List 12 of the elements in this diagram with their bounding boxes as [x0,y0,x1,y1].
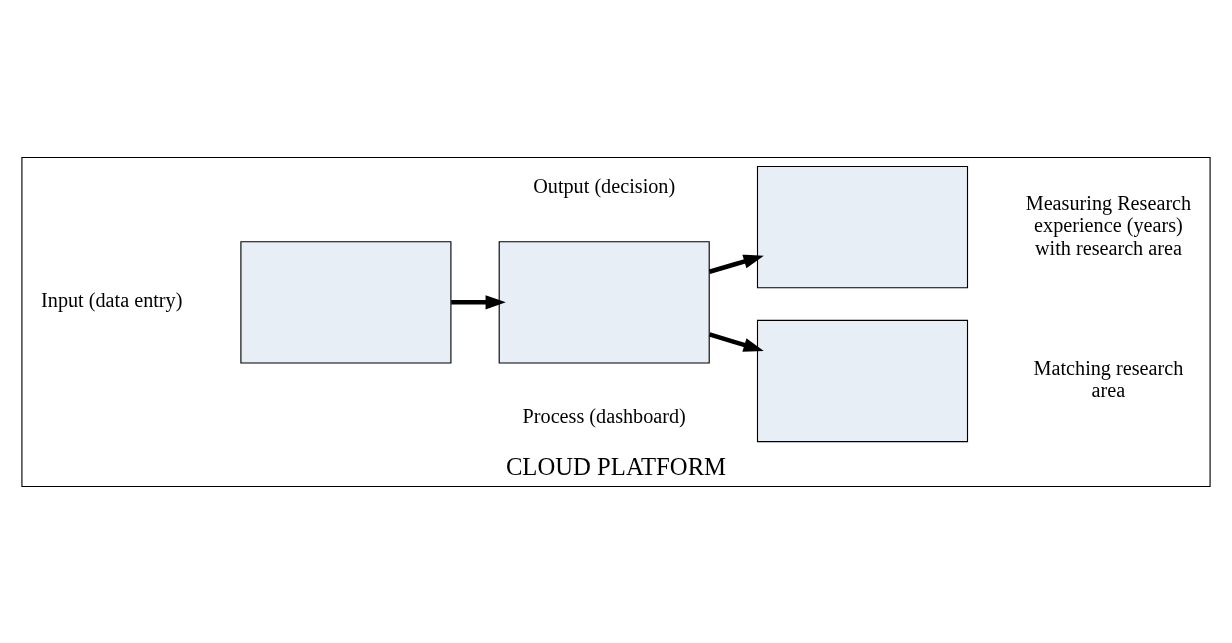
node-label: Matching research area [1033,356,1184,401]
arrow [708,331,764,352]
label: Output (decision) [533,174,676,197]
arrow [451,294,506,309]
node-box [240,240,452,364]
node-box [756,165,969,288]
node-label: Input (data entry) [41,288,183,311]
node-box [498,240,710,364]
node-box [756,319,969,442]
arrow [708,254,764,274]
node-label: Measuring Research experience (years) with research area [1025,191,1192,259]
node-label: Process (dashboard) [522,404,686,427]
